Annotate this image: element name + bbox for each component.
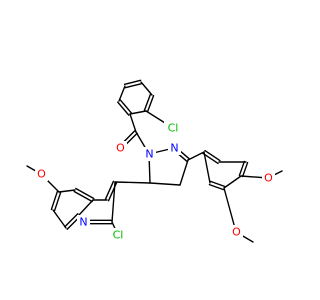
double-bond-line: [64, 213, 79, 228]
atom-o3: O: [230, 225, 243, 239]
single-bond: [111, 181, 116, 223]
atom-n2: N: [168, 141, 181, 155]
double-bond-line: [146, 94, 155, 113]
single-bond: [129, 110, 147, 115]
double-bond-line: [123, 79, 142, 86]
double-bond-line: [117, 101, 130, 116]
double-bond-line: [124, 82, 143, 89]
single-bond: [203, 151, 211, 184]
double-bond-line: [50, 190, 59, 211]
double-bond-line: [209, 180, 226, 188]
single-bond: [140, 81, 153, 96]
double-bond-line: [53, 191, 62, 212]
svg-text:O: O: [37, 168, 46, 181]
svg-text:Cl: Cl: [113, 229, 124, 242]
atom-cl1: Cl: [164, 121, 182, 135]
double-bond-line: [204, 149, 221, 162]
svg-text:Cl: Cl: [168, 122, 179, 135]
single-bond: [58, 189, 76, 193]
double-bond-line: [104, 180, 115, 201]
single-bond: [78, 199, 94, 216]
svg-text:O: O: [116, 142, 125, 155]
atom-o2: O: [262, 171, 275, 185]
double-bond-line: [143, 93, 152, 112]
single-bond: [149, 182, 181, 186]
double-bond-line: [208, 183, 225, 191]
single-bond: [129, 113, 137, 133]
svg-text:N: N: [170, 142, 178, 155]
atom-o4: O: [35, 167, 48, 181]
molecule-structure: Cl O N N O O O N: [26, 79, 283, 243]
atom-cl2: Cl: [109, 228, 127, 242]
single-bond: [52, 209, 67, 229]
double-bond-line: [241, 161, 249, 178]
svg-text:N: N: [79, 216, 87, 229]
atom-n3: N: [77, 215, 90, 229]
atom-label-layer: Cl O N N O O O N: [35, 121, 275, 242]
single-bond: [179, 159, 189, 186]
svg-text:N: N: [145, 148, 153, 161]
double-bond-line: [75, 187, 95, 200]
double-bond-line: [73, 190, 93, 203]
single-bond: [223, 187, 237, 233]
double-bond-line: [238, 160, 246, 177]
svg-text:O: O: [232, 226, 241, 239]
single-bond: [223, 175, 242, 189]
single-bond: [114, 181, 151, 184]
double-bond-line: [202, 152, 219, 165]
atom-n1: N: [143, 147, 156, 161]
double-bond-line: [119, 99, 132, 114]
svg-text:O: O: [264, 172, 273, 185]
single-bond: [187, 151, 205, 161]
single-bond: [118, 85, 126, 102]
bond-layer: [26, 79, 283, 243]
atom-o1: O: [114, 141, 127, 155]
